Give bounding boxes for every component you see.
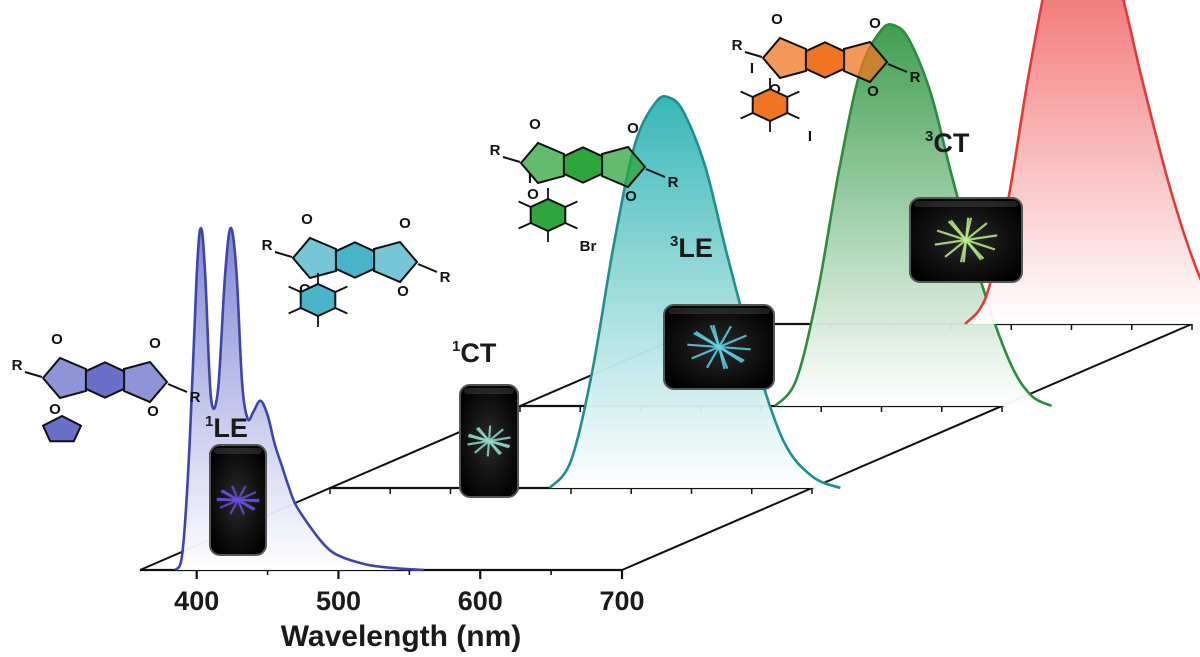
svg-text:R: R: [732, 37, 743, 54]
svg-text:O: O: [625, 188, 637, 205]
state-labels: 1LE 1CT 3LE 3CT: [205, 128, 970, 443]
svg-text:R: R: [440, 269, 451, 286]
state-label-4: 3CT: [925, 128, 970, 158]
svg-text:R: R: [190, 389, 201, 406]
svg-text:O: O: [869, 15, 881, 32]
iodo-bromo-benzene-ring: I Br: [518, 170, 597, 255]
svg-text:R: R: [12, 357, 23, 374]
svg-text:O: O: [867, 83, 879, 100]
svg-text:O: O: [51, 331, 63, 348]
state-label-3: 3LE: [670, 233, 713, 263]
inset-photos: [209, 197, 1023, 556]
series-line-3: [774, 23, 1053, 408]
LE-crystal-photo-2: [663, 304, 775, 390]
x-tick-label: 600: [458, 586, 503, 616]
svg-text:R: R: [262, 237, 273, 254]
series-line-1: [174, 226, 424, 572]
svg-text:O: O: [397, 283, 409, 300]
svg-text:R: R: [668, 174, 679, 191]
series-line-2: [548, 94, 841, 490]
svg-text:I: I: [750, 60, 754, 77]
svg-text:I: I: [808, 128, 812, 145]
svg-text:Br: Br: [580, 238, 597, 255]
svg-text:O: O: [399, 215, 411, 232]
series-line-4: [964, 0, 1200, 325]
thf-ring: [41, 414, 83, 443]
svg-text:O: O: [147, 403, 159, 420]
svg-text:R: R: [490, 142, 501, 159]
diimide-molecule-1: O O O O R R: [12, 331, 201, 443]
diimide-molecule-3: O O O O R R I Br: [490, 116, 679, 255]
x-tick-label: 700: [599, 586, 644, 616]
svg-text:O: O: [301, 211, 313, 228]
x-tick-label: 500: [316, 586, 361, 616]
LE-crystal-photo: [209, 444, 267, 556]
diiodo-tetramethyl-benzene-ring: II: [740, 60, 812, 145]
x-tick-label: 400: [174, 586, 219, 616]
series-area-2: [549, 96, 841, 488]
state-label-1: 1LE: [205, 413, 248, 443]
svg-text:O: O: [627, 120, 639, 137]
CT-crystal-photo: [459, 384, 519, 498]
svg-text:O: O: [149, 335, 161, 352]
svg-text:O: O: [49, 401, 61, 418]
state-label-2: 1CT: [452, 338, 497, 368]
svg-text:O: O: [771, 11, 783, 28]
svg-text:O: O: [527, 186, 539, 203]
svg-text:O: O: [529, 116, 541, 133]
molecule-structures: OOOORROOOORROOOORRIBrOOOORRII: [12, 11, 921, 443]
durene-ring: [288, 273, 348, 327]
depth-axis-right: [621, 323, 1193, 571]
spectra-series: [174, 0, 1200, 572]
x-axis-title: Wavelength (nm): [281, 620, 522, 653]
svg-text:I: I: [528, 170, 532, 187]
svg-text:R: R: [910, 69, 921, 86]
CT-crystal-photo-2: [909, 197, 1023, 283]
